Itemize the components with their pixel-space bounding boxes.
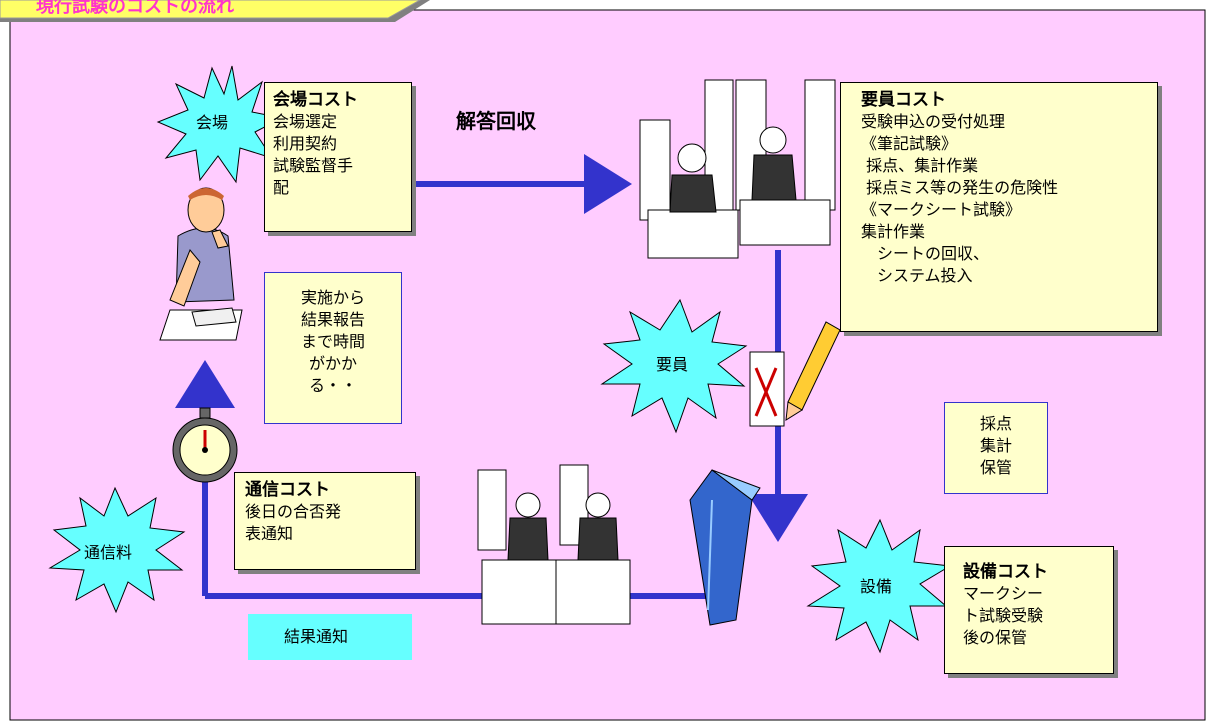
staff-cost-line: 《マークシート試験》 bbox=[861, 200, 1022, 219]
burst-label-staff: 要員 bbox=[656, 355, 689, 374]
comm-cost-box: 通信コスト 後日の合否発 表通知 bbox=[234, 472, 416, 570]
result-desks-illustration bbox=[477, 464, 631, 625]
process-line: 集計 bbox=[979, 436, 1012, 455]
header-tab bbox=[0, 0, 430, 22]
marksheet-pencil-illustration bbox=[749, 321, 841, 427]
staff-cost-line: 集計作業 bbox=[861, 222, 926, 241]
venue-cost-line: 試験監督手 bbox=[273, 156, 354, 175]
staff-cost-line: 採点ミス等の発生の危険性 bbox=[861, 178, 1059, 197]
staff-cost-title: 要員コスト bbox=[861, 90, 946, 110]
burst-comm bbox=[48, 486, 186, 614]
staff-cost-line: 受験申込の受付処理 bbox=[861, 112, 1006, 131]
burst-label-venue: 会場 bbox=[196, 113, 229, 132]
header-title: 現行試験のコストの流れ bbox=[36, 0, 234, 17]
venue-cost-line: 配 bbox=[273, 178, 290, 197]
comm-cost-line: 後日の合否発 bbox=[245, 502, 342, 521]
staff-cost-line: シートの回収、 bbox=[861, 244, 990, 263]
equip-cost-title: 設備コスト bbox=[963, 562, 1048, 582]
burst-equip bbox=[806, 518, 952, 654]
time-note-line: 結果報告 bbox=[300, 310, 365, 329]
equip-cost-box: 設備コスト マークシー ト試験受験 後の保管 bbox=[944, 546, 1114, 674]
staff-cost-line: 採点、集計作業 bbox=[861, 156, 979, 175]
venue-cost-line: 会場選定 bbox=[273, 112, 338, 131]
result-label: 結果通知 bbox=[284, 627, 349, 646]
equip-cost-line: 後の保管 bbox=[963, 628, 1028, 647]
process-line: 保管 bbox=[979, 458, 1012, 477]
worried-person-illustration bbox=[159, 187, 243, 341]
collect-label: 解答回収 bbox=[456, 109, 536, 133]
time-note-line: る・・ bbox=[308, 376, 357, 395]
burst-venue bbox=[156, 65, 284, 184]
process-line: 採点 bbox=[979, 414, 1012, 433]
staff-cost-line: システム投入 bbox=[861, 266, 973, 285]
equip-cost-line: マークシー bbox=[963, 584, 1044, 603]
staff-desks-illustration bbox=[639, 79, 836, 259]
comm-cost-line: 表通知 bbox=[245, 524, 294, 543]
equip-cost-line: ト試験受験 bbox=[963, 606, 1044, 625]
process-box: 採点 集計 保管 bbox=[944, 402, 1048, 494]
stopwatch-icon bbox=[172, 407, 238, 483]
burst-staff bbox=[600, 298, 748, 434]
time-note-line: がかか bbox=[308, 354, 357, 373]
time-note-line: 実施から bbox=[300, 288, 365, 307]
venue-cost-title: 会場コスト bbox=[273, 90, 358, 110]
comm-cost-title: 通信コスト bbox=[245, 480, 330, 500]
staff-cost-box: 要員コスト 受験申込の受付処理 《筆記試験》 採点、集計作業 採点ミス等の発生の… bbox=[840, 82, 1158, 332]
venue-cost-line: 利用契約 bbox=[273, 134, 338, 153]
result-label-box: 結果通知 bbox=[248, 614, 412, 660]
burst-label-comm: 通信料 bbox=[84, 543, 133, 562]
burst-label-equip: 設備 bbox=[860, 577, 893, 596]
staff-cost-line: 《筆記試験》 bbox=[861, 134, 958, 153]
time-note-box: 実施から 結果報告 まで時間 がかか る・・ bbox=[264, 272, 402, 424]
server-illustration bbox=[689, 469, 761, 626]
time-note-line: まで時間 bbox=[300, 332, 365, 351]
venue-cost-box: 会場コスト 会場選定 利用契約 試験監督手 配 bbox=[264, 82, 412, 232]
